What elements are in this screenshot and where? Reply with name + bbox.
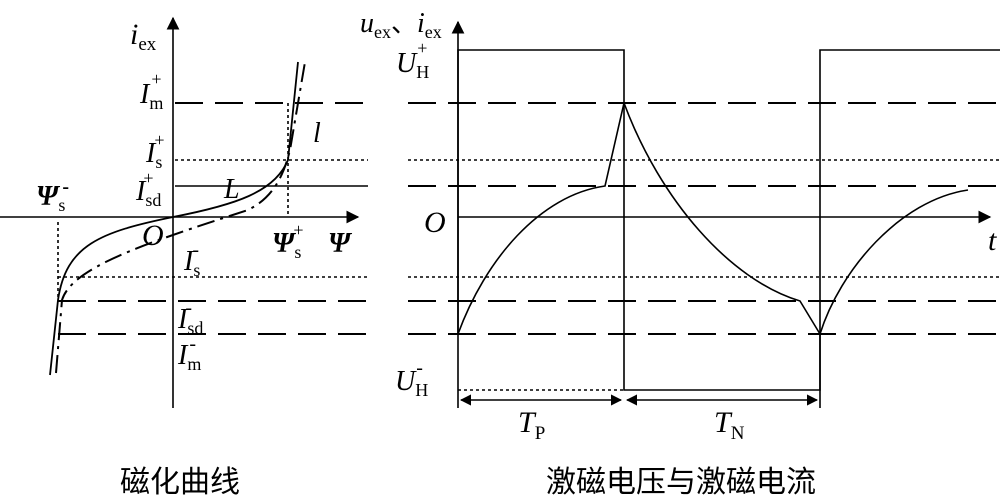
right-origin-label: O	[424, 206, 446, 239]
curve-l-label: l	[313, 118, 321, 149]
left-caption: 磁化曲线	[120, 465, 240, 499]
is-plus-label: Is+	[145, 130, 165, 172]
psi-s-minus-label: Ψs-	[36, 176, 69, 215]
right-caption: 激磁电压与激磁电流	[546, 465, 816, 499]
left-origin-label: O	[142, 219, 164, 252]
left-y-label: iex	[130, 18, 157, 55]
magnetization-curve-panel: iex Im+ Is+ Isd+ O L l Ψs- Ψs+ Ψ Is- Isd…	[0, 16, 368, 499]
excitation-waveform-panel: uex、iex UH+ O UH- t TP TN 激磁电压与激磁电流	[360, 8, 1000, 499]
im-minus-label: Im-	[177, 333, 201, 374]
current-waveform	[457, 100, 969, 336]
psi-s-plus-label: Ψs+	[272, 220, 304, 262]
im-plus-label: Im+	[139, 69, 163, 113]
curve-L-label: L	[223, 174, 240, 205]
tp-label: TP	[518, 406, 545, 444]
voltage-waveform	[457, 49, 1000, 391]
isd-plus-label: Isd+	[135, 168, 161, 210]
tn-label: TN	[714, 406, 745, 444]
isd-minus-label: Isd-	[177, 297, 203, 338]
right-y-label: uex、iex	[360, 8, 442, 42]
is-minus-label: Is-	[183, 239, 200, 280]
uh-minus-label: UH-	[395, 357, 428, 400]
magnetization-curve-l	[55, 61, 306, 374]
left-x-label: Ψ	[328, 228, 353, 259]
uh-plus-label: UH+	[396, 38, 429, 82]
magnetization-curve-L	[49, 61, 299, 376]
right-x-label: t	[988, 224, 997, 257]
